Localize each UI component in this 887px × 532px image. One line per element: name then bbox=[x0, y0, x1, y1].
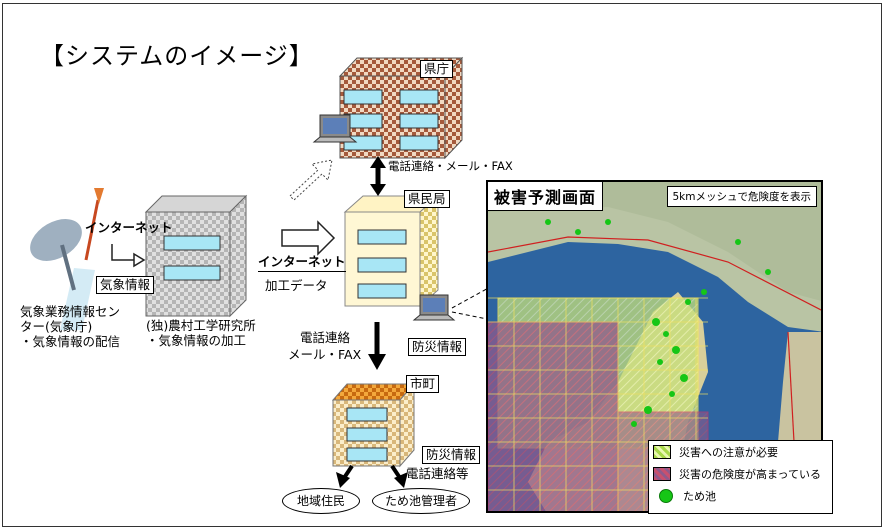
satellite-dish-icon bbox=[30, 188, 104, 330]
weather-center-name: 気象業務情報センター(気象庁) bbox=[20, 304, 121, 334]
weather-center-description: 気象業務情報センター(気象庁) ・気象情報の配信 bbox=[20, 304, 132, 349]
laptop-icon bbox=[412, 294, 456, 321]
legend-label: 災害への注意が必要 bbox=[679, 446, 778, 459]
recipient-residents: 地域住民 bbox=[282, 488, 360, 514]
institute-role: ・気象情報の加工 bbox=[146, 333, 247, 348]
legend-item-pond: ため池 bbox=[649, 485, 832, 507]
recipient-pond-managers: ため池管理者 bbox=[372, 488, 470, 514]
legend-label: 災害の危険度が高まっている bbox=[679, 468, 822, 481]
institute-building-icon bbox=[144, 194, 248, 318]
disaster-info-bureau-label: 防災情報 bbox=[408, 338, 467, 356]
arrow-city-to-residents bbox=[336, 464, 354, 488]
arrow-city-to-pond-managers bbox=[390, 464, 408, 488]
legend-label: ため池 bbox=[683, 490, 716, 503]
arrow-bureau-to-city bbox=[368, 322, 386, 370]
institute-name: (独)農村工学研究所 bbox=[146, 318, 256, 333]
diagram-title: 【システムのイメージ】 bbox=[40, 42, 314, 70]
bureau-label: 県民局 bbox=[404, 190, 450, 208]
map-title: 被害予測画面 bbox=[488, 182, 604, 211]
legend-item-danger: 災害の危険度が高まっている bbox=[649, 463, 832, 485]
bureau-building-icon bbox=[343, 194, 440, 308]
contact-etc-label: 電話連絡等 bbox=[406, 466, 469, 481]
arrow-dish-to-institute bbox=[111, 244, 146, 268]
legend-swatch-green bbox=[653, 445, 671, 459]
processed-data-label: 加工データ bbox=[265, 278, 328, 293]
contact-mid-line1: 電話連絡 bbox=[300, 330, 351, 345]
contact-top-label: 電話連絡・メール・FAX bbox=[388, 159, 513, 173]
weather-center-role: ・気象情報の配信 bbox=[20, 334, 121, 349]
legend-swatch-red bbox=[653, 467, 671, 481]
contact-mid-line2: メール・FAX bbox=[288, 347, 362, 362]
institute-description: (独)農村工学研究所 ・気象情報の加工 bbox=[146, 318, 256, 348]
internet-label-mid: インターネット bbox=[258, 254, 346, 272]
internet-label-top: インターネット bbox=[85, 220, 173, 235]
legend-item-caution: 災害への注意が必要 bbox=[649, 441, 832, 463]
city-building-icon bbox=[331, 382, 416, 468]
connector-line bbox=[451, 285, 493, 309]
arrow-institute-to-prefecture bbox=[289, 159, 333, 201]
city-label: 市町 bbox=[406, 375, 440, 393]
laptop-icon bbox=[312, 114, 358, 143]
map-note: 5kmメッシュで危険度を表示 bbox=[666, 186, 817, 207]
map-legend: 災害への注意が必要 災害の危険度が高まっている ため池 bbox=[648, 440, 833, 514]
arrow-prefecture-bureau-bidirectional bbox=[370, 156, 386, 196]
arrow-institute-to-bureau bbox=[281, 220, 336, 256]
prefecture-label: 県庁 bbox=[420, 60, 454, 78]
disaster-info-city-label: 防災情報 bbox=[422, 446, 481, 464]
pond-dot-icon bbox=[659, 489, 673, 503]
weather-info-label: 気象情報 bbox=[96, 276, 155, 294]
